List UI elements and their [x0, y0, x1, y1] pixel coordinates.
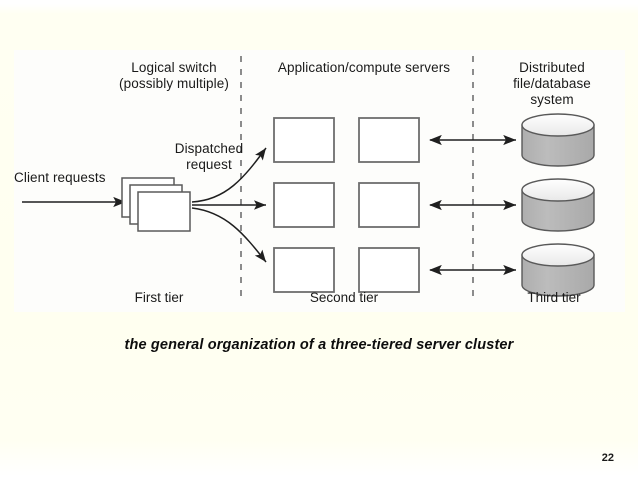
- database-cylinder-1: [521, 113, 595, 167]
- first-tier-header: Logical switch (possibly multiple): [119, 60, 229, 91]
- compute-server-box-r3c2: [358, 247, 420, 293]
- architecture-diagram: Logical switch (possibly multiple) Appli…: [14, 50, 625, 312]
- database-cylinder-3: [521, 243, 595, 297]
- diagram-svg: [14, 50, 625, 312]
- tier-footer-third: Third tier: [527, 290, 581, 305]
- second-tier-header: Application/compute servers: [277, 60, 451, 75]
- switch-stack-front: [137, 191, 191, 232]
- compute-server-box-r2c1: [273, 182, 335, 228]
- compute-server-box-r1c1: [273, 117, 335, 163]
- database-cylinder-2: [521, 178, 595, 232]
- slide-caption: the general organization of a three-tier…: [124, 337, 514, 353]
- page-number: 22: [601, 452, 614, 464]
- client-requests-label: Client requests: [14, 170, 106, 185]
- third-tier-header: Distributed file/database system: [513, 60, 591, 107]
- tier-footer-second: Second tier: [309, 290, 379, 305]
- dispatch-arrow-top: [191, 147, 267, 203]
- compute-server-box-r3c1: [273, 247, 335, 293]
- dispatch-arrow-bottom: [191, 207, 267, 263]
- tier-footer-first: First tier: [134, 290, 184, 305]
- dispatched-request-label: Dispatched request: [174, 141, 244, 172]
- compute-server-box-r2c2: [358, 182, 420, 228]
- compute-server-box-r1c2: [358, 117, 420, 163]
